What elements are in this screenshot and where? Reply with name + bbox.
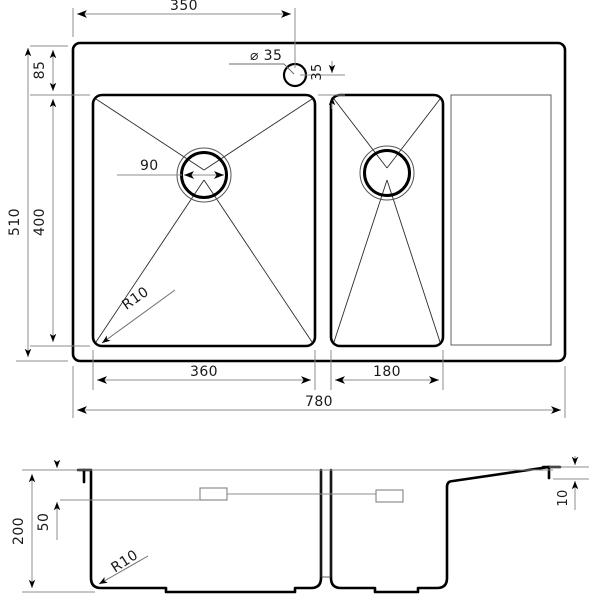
dim-90-label: 90	[140, 158, 159, 174]
dim-200: 200	[11, 469, 95, 593]
dim-780: 780	[72, 366, 566, 418]
dim-780-label: 780	[305, 394, 333, 410]
dim-350: 350	[72, 0, 296, 68]
dim-r10-section: R10	[98, 547, 149, 585]
sink-outer-outline	[71, 41, 567, 363]
dim-85: 85	[30, 45, 90, 96]
dim-tap-hole-dia: ⌀ 35	[229, 48, 295, 75]
right-bowl	[329, 93, 445, 348]
dim-tap-hole-dia-label: ⌀ 35	[250, 48, 282, 64]
dim-360-label: 360	[190, 364, 218, 380]
section-view-group: 50 200 R10 10	[11, 456, 589, 594]
right-drain-hole	[363, 149, 411, 197]
dim-r10-plan-label: R10	[119, 284, 152, 314]
dim-350-label: 350	[170, 0, 198, 14]
dim-50-label: 50	[36, 513, 52, 532]
drainboard-outline	[450, 94, 552, 346]
left-overflow-tag	[199, 487, 228, 501]
dim-r10-plan: R10	[101, 284, 176, 344]
top-view-group: 350 ⌀ 35 35 85 400	[7, 0, 567, 418]
dim-50: 50	[36, 459, 61, 540]
dim-r10-section-label: R10	[108, 547, 141, 576]
dim-10: 10	[549, 456, 589, 510]
section-right-bowl-profile	[329, 465, 551, 594]
dim-400: 400	[30, 99, 90, 347]
dim-200-label: 200	[11, 517, 27, 545]
dim-510: 510	[7, 48, 68, 362]
dim-180-label: 180	[373, 364, 401, 380]
dim-180: 180	[330, 350, 444, 390]
right-overflow-tag	[375, 489, 404, 503]
right-drain-outer-ring	[359, 145, 415, 201]
dim-90: 90	[117, 158, 224, 179]
dim-35-gap: 35	[300, 61, 345, 109]
dim-85-label: 85	[32, 61, 48, 80]
dim-35-gap-label: 35	[310, 63, 325, 80]
right-bowl-outline	[329, 93, 445, 348]
dim-510-label: 510	[7, 208, 23, 236]
section-left-bowl-profile	[89, 468, 323, 594]
dim-360: 360	[92, 350, 316, 390]
dim-10-label: 10	[556, 489, 571, 506]
dim-400-label: 400	[32, 208, 48, 236]
left-bowl-outline	[91, 93, 317, 348]
